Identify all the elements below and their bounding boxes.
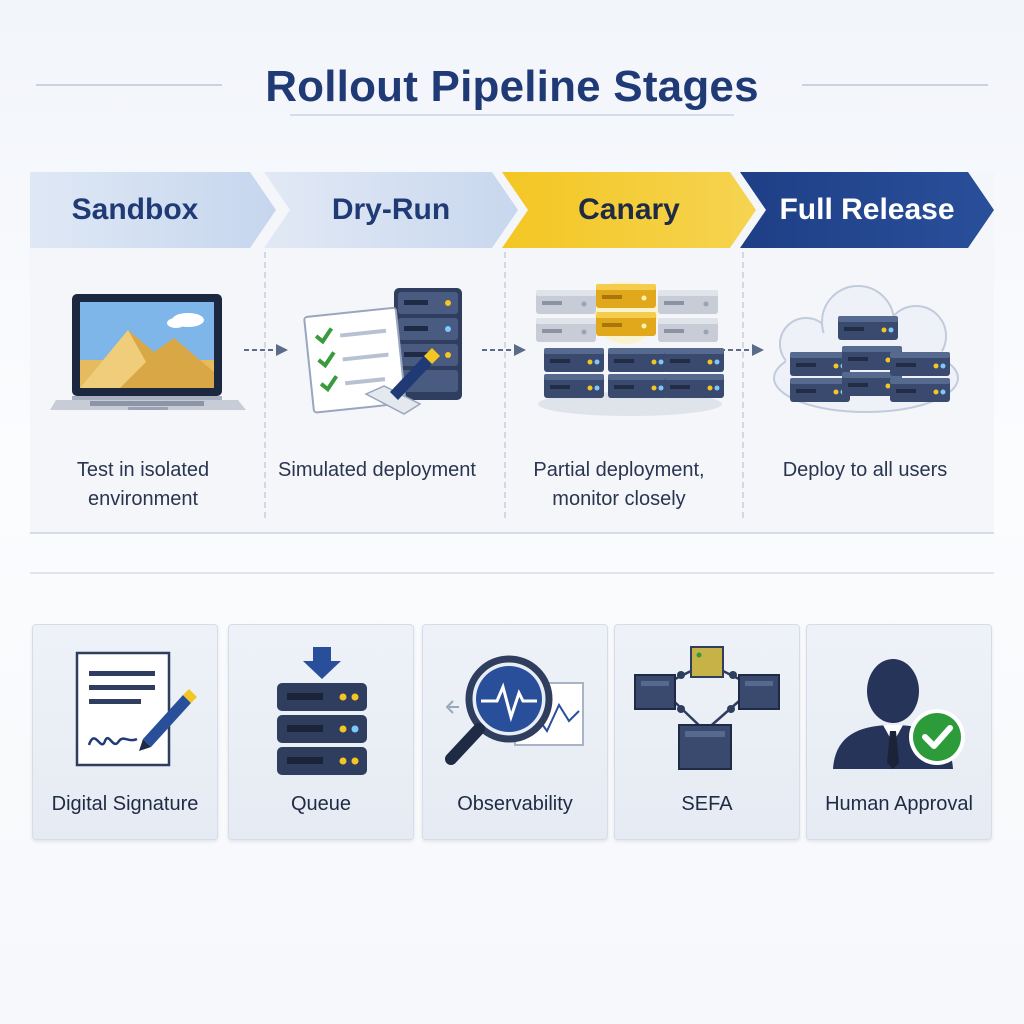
person-check-icon: [833, 659, 965, 769]
stage-description-canary: Partial deployment, monitor closely: [533, 459, 705, 510]
section-separator: [30, 572, 994, 574]
stage-name-canary: Canary: [578, 193, 680, 226]
control-card-queue: Queue: [228, 624, 414, 840]
stage-chevron-full-release: Full Release: [740, 172, 994, 248]
stage-description-dry-run: Simulated deployment: [278, 459, 476, 481]
title-rule-left: [36, 84, 222, 86]
network-nodes-icon: [634, 646, 780, 770]
stage-chevron-sandbox: Sandbox: [30, 172, 276, 248]
control-label-digital-signature: Digital Signature: [51, 793, 199, 815]
control-card-sefa: SEFA: [614, 624, 800, 840]
flow-arrow-icon: [482, 344, 526, 356]
flow-arrow-icon: [244, 344, 288, 356]
stage-chevron-dry-run: Dry-Run: [264, 172, 518, 248]
magnifier-pulse-icon: [445, 655, 584, 765]
control-card-human-approval: Human Approval: [806, 624, 992, 840]
title-rule-right: [802, 84, 988, 86]
control-label-observability: Observability: [457, 793, 573, 815]
queue-stack-icon: [277, 647, 367, 775]
page-title: Rollout Pipeline Stages: [265, 62, 759, 111]
title-underline: [290, 114, 734, 116]
stage-divider: [504, 252, 506, 518]
control-card-observability: Observability: [422, 624, 608, 840]
control-label-human-approval: Human Approval: [825, 793, 973, 815]
stage-divider: [264, 252, 266, 518]
title-area: Rollout Pipeline Stages: [0, 58, 1024, 118]
stage-chevrons: Sandbox Dry-Run Canary Full Release: [30, 172, 994, 248]
cloud-servers-icon: [773, 285, 959, 413]
stage-description-sandbox: Test in isolated environment: [76, 459, 210, 510]
server-cluster-icon: [536, 282, 724, 416]
stage-chevron-canary: Canary: [502, 172, 756, 248]
control-label-queue: Queue: [290, 793, 352, 815]
signature-document-icon: [75, 651, 197, 767]
stage-name-full-release: Full Release: [779, 193, 955, 226]
control-label-sefa: SEFA: [681, 793, 733, 815]
control-card-digital-signature: Digital Signature: [32, 624, 218, 840]
stage-divider: [742, 252, 744, 518]
laptop-sandbox-icon: [50, 294, 246, 410]
checklist-server-icon: [303, 288, 462, 415]
stage-name-dry-run: Dry-Run: [331, 193, 451, 226]
stage-description-full-release: Deploy to all users: [782, 459, 948, 481]
flow-arrow-icon: [720, 344, 764, 356]
stage-name-sandbox: Sandbox: [71, 193, 199, 226]
